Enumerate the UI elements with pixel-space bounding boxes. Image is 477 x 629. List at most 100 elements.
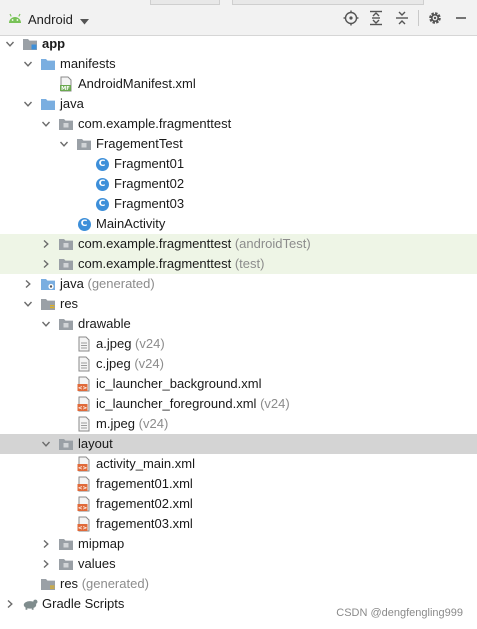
tree-node[interactable]: values [0, 554, 477, 574]
crosshair-icon [343, 10, 359, 26]
tree-node[interactable]: com.example.fragmenttest (test) [0, 254, 477, 274]
tree-node[interactable]: manifests [0, 54, 477, 74]
tree-node[interactable]: Gradle Scripts [0, 594, 477, 614]
chevron-down-icon [79, 13, 89, 28]
tree-node-qualifier: (generated) [87, 276, 155, 291]
gear-icon [429, 12, 441, 24]
class-icon: C [94, 196, 110, 212]
chevron-down-icon[interactable] [22, 298, 34, 310]
tree-node[interactable]: a.jpeg (v24) [0, 334, 477, 354]
collapse-all-button[interactable] [393, 9, 411, 27]
tree-node-label: layout [78, 436, 113, 452]
tree-node[interactable]: C MainActivity [0, 214, 477, 234]
tree-node[interactable]: <>fragement01.xml [0, 474, 477, 494]
gradle-icon [22, 596, 38, 612]
tree-node[interactable]: drawable [0, 314, 477, 334]
locate-file-button[interactable] [342, 9, 360, 27]
tree-node-label: a.jpeg (v24) [96, 336, 165, 352]
tree-node-label: res (generated) [60, 576, 149, 592]
res-folder-icon [40, 576, 56, 592]
tree-node-label: res [60, 296, 78, 312]
tree-node-label: FragementTest [96, 136, 183, 152]
tree-node[interactable]: <>activity_main.xml [0, 454, 477, 474]
tree-node[interactable]: MF AndroidManifest.xml [0, 74, 477, 94]
settings-button[interactable] [426, 9, 444, 27]
expand-all-button[interactable] [367, 9, 385, 27]
chevron-down-icon[interactable] [40, 438, 52, 450]
tree-node[interactable]: m.jpeg (v24) [0, 414, 477, 434]
tree-node[interactable]: res [0, 294, 477, 314]
tree-node-label: Gradle Scripts [42, 596, 124, 612]
tree-node-name: MainActivity [96, 216, 166, 231]
tree-node-label: java (generated) [60, 276, 155, 292]
tree-node-name: Gradle Scripts [42, 596, 125, 611]
tree-node[interactable]: java [0, 94, 477, 114]
tree-node[interactable]: mipmap [0, 534, 477, 554]
package-icon [58, 556, 74, 572]
tree-node-name: com.example.fragmenttest [78, 236, 232, 251]
tree-node[interactable]: <>ic_launcher_foreground.xml (v24) [0, 394, 477, 414]
minimize-icon [456, 17, 466, 19]
class-icon: C [76, 216, 92, 232]
tree-node-name: mipmap [78, 536, 125, 551]
tree-node[interactable]: res (generated) [0, 574, 477, 594]
package-icon [58, 316, 74, 332]
package-icon [58, 236, 74, 252]
tree-node-name: res [60, 296, 79, 311]
tree-node-label: fragement02.xml [96, 496, 193, 512]
chevron-down-icon[interactable] [40, 118, 52, 130]
package-icon [58, 536, 74, 552]
tree-node-name: java [60, 276, 84, 291]
tree-node-label: mipmap [78, 536, 124, 552]
project-view-selector[interactable]: Android [8, 9, 89, 29]
project-toolbar: Android [0, 0, 477, 36]
tree-node-qualifier: (v24) [134, 356, 164, 371]
chevron-down-icon[interactable] [40, 318, 52, 330]
module-folder-icon [22, 36, 38, 52]
svg-text:MF: MF [61, 86, 70, 92]
chevron-down-icon[interactable] [4, 38, 16, 50]
tree-node[interactable]: com.example.fragmenttest (androidTest) [0, 234, 477, 254]
tree-node[interactable]: com.example.fragmenttest [0, 114, 477, 134]
tree-node-name: app [42, 36, 66, 51]
xml-file-icon: <> [76, 376, 92, 392]
image-file-icon [76, 356, 92, 372]
chevron-down-icon[interactable] [22, 98, 34, 110]
svg-text:<>: <> [78, 506, 88, 512]
tree-node-label: fragement03.xml [96, 516, 193, 532]
tree-node[interactable]: FragementTest [0, 134, 477, 154]
tree-node-name: c.jpeg [96, 356, 131, 371]
tree-node[interactable]: <> fragement02.xml [0, 494, 477, 514]
tree-node-name: FragementTest [96, 136, 183, 151]
package-icon [58, 116, 74, 132]
tree-node-name: AndroidManifest.xml [78, 76, 196, 91]
tree-node-name: com.example.fragmenttest [78, 256, 232, 271]
chevron-right-icon[interactable] [40, 258, 52, 270]
tree-node-name: m.jpeg [96, 416, 136, 431]
tree-node[interactable]: layout [0, 434, 477, 454]
tree-node-name: a.jpeg [96, 336, 132, 351]
chevron-down-icon[interactable] [58, 138, 70, 150]
chevron-right-icon[interactable] [40, 538, 52, 550]
chevron-right-icon[interactable] [40, 238, 52, 250]
tree-node-label: c.jpeg (v24) [96, 356, 164, 372]
collapse-all-icon [396, 11, 408, 25]
tree-node-name: values [78, 556, 116, 571]
chevron-down-icon[interactable] [22, 58, 34, 70]
tree-node-name: com.example.fragmenttest [78, 116, 232, 131]
hide-panel-button[interactable] [452, 9, 470, 27]
tree-node[interactable]: java (generated) [0, 274, 477, 294]
image-file-icon [76, 416, 92, 432]
tree-node[interactable]: <>fragement03.xml [0, 514, 477, 534]
manifest-file-icon: MF [58, 76, 74, 92]
tree-node[interactable]: app [0, 34, 477, 54]
tree-node[interactable]: <>ic_launcher_background.xml [0, 374, 477, 394]
class-icon: C [94, 156, 110, 172]
chevron-right-icon[interactable] [40, 558, 52, 570]
chevron-right-icon[interactable] [4, 598, 16, 610]
tree-node[interactable]: c.jpeg (v24) [0, 354, 477, 374]
chevron-right-icon[interactable] [22, 278, 34, 290]
